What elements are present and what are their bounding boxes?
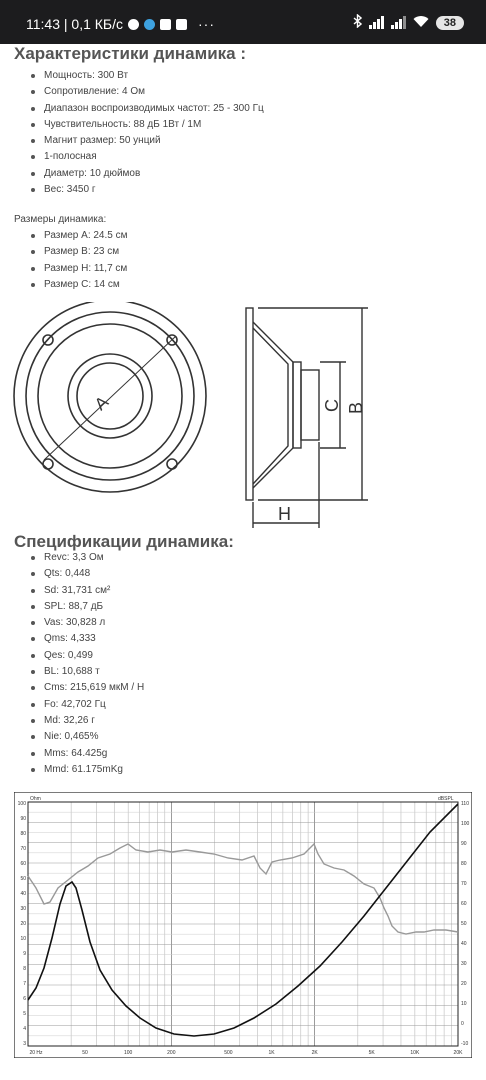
list-item: Qms: 4,333	[28, 631, 144, 647]
telegram-icon	[144, 18, 155, 30]
graph-left-tick-label: 6	[23, 996, 26, 1002]
graph-x-tick-label: 20 Hz	[29, 1050, 43, 1056]
speaker-drawing: A B C H	[13, 302, 368, 528]
list-item: 1-полосная	[28, 149, 264, 165]
graph-left-tick-label: 5	[23, 1011, 26, 1017]
characteristics-list: Мощность: 300 Вт Сопротивление: 4 Ом Диа…	[28, 68, 264, 198]
graph-left-tick-label: 8	[23, 966, 26, 972]
list-item: Cms: 215,619 мкМ / Н	[28, 680, 144, 696]
speaker-outer-rim	[13, 302, 207, 493]
dimension-label-h: H	[278, 504, 291, 524]
list-item: Mmd: 61.175mKg	[28, 762, 144, 778]
speaker-side-view	[245, 307, 368, 528]
list-item: BL: 10,688 т	[28, 664, 144, 680]
list-item: Размер A: 24.5 см	[28, 228, 128, 244]
graph-x-tick-label: 5K	[369, 1050, 376, 1056]
graph-right-tick-label: 40	[461, 941, 467, 947]
graph-right-tick-label: 60	[461, 901, 467, 907]
list-item: Md: 32,26 г	[28, 713, 144, 729]
battery-icon: 38	[435, 15, 464, 30]
section-title-characteristics: Характеристики динамика :	[14, 44, 247, 63]
list-item: Диаметр: 10 дюймов	[28, 166, 264, 182]
graph-right-unit: dBSPL	[438, 796, 454, 802]
status-time: 11:43 | 0,1 КБ/с	[26, 16, 123, 32]
status-bar: 11:43 | 0,1 КБ/с ··· 38	[0, 0, 486, 44]
graph-x-tick-label: 2K	[312, 1050, 319, 1056]
graph-left-tick-label: 100	[18, 801, 27, 807]
graph-left-tick-label: 30	[20, 906, 26, 912]
graph-x-tick-label: 500	[224, 1050, 233, 1056]
spl-curve	[27, 842, 459, 935]
graph-left-tick-label: 80	[20, 831, 26, 837]
alarm-icon	[128, 18, 139, 30]
specifications-list: Revc: 3,3 Ом Qts: 0,448 Sd: 31,731 см² S…	[28, 550, 144, 778]
graph-left-tick-label: 40	[20, 891, 26, 897]
graph-right-tick-label: 110	[461, 801, 469, 807]
graph-right-tick-label: -10	[461, 1041, 468, 1047]
graph-left-tick-label: 3	[23, 1041, 26, 1047]
list-item: Размер B: 23 см	[28, 244, 128, 260]
list-item: Размер C: 14 см	[28, 277, 128, 293]
graph-x-tick-label: 1K	[268, 1050, 275, 1056]
graph-right-tick-label: 70	[461, 881, 467, 887]
list-item: Revc: 3,3 Ом	[28, 550, 144, 566]
list-item: Nie: 0,465%	[28, 729, 144, 745]
impedance-curve	[27, 803, 459, 1037]
graph-left-tick-label: 4	[23, 1026, 26, 1032]
bluetooth-icon	[353, 13, 362, 31]
graph-x-tick-label: 10K	[410, 1050, 420, 1056]
graph-right-tick-label: 50	[461, 921, 467, 927]
status-right: 38	[353, 13, 464, 31]
list-item: Мощность: 300 Вт	[28, 68, 264, 84]
graph-right-tick-label: 90	[461, 841, 467, 847]
graph-x-tick-label: 50	[82, 1050, 88, 1056]
graph-left-tick-label: 20	[20, 921, 26, 927]
list-item: Диапазон воспроизводимых частот: 25 - 30…	[28, 101, 264, 117]
graph-right-tick-label: 80	[461, 861, 467, 867]
graph-left-tick-label: 10	[20, 936, 26, 942]
graph-right-tick-label: 30	[461, 961, 467, 967]
list-item: Qts: 0,448	[28, 566, 144, 582]
list-item: Магнит размер: 50 унций	[28, 133, 264, 149]
graph-left-unit: Ohm	[30, 796, 41, 802]
graph-right-tick-label: 20	[461, 981, 467, 987]
section-title-specifications: Спецификации динамика:	[14, 532, 234, 551]
dimension-label-c: C	[322, 399, 342, 412]
graph-x-tick-label: 100	[124, 1050, 133, 1056]
list-item: Чувствительность: 88 дБ 1Вт / 1М	[28, 117, 264, 133]
signal-icon-1	[368, 16, 384, 29]
list-item: Размер H: 11,7 см	[28, 261, 128, 277]
graph-left-tick-label: 7	[23, 981, 26, 987]
list-item: Fo: 42,702 Гц	[28, 697, 144, 713]
dimensions-label: Размеры динамика:	[14, 214, 107, 225]
list-item: Mms: 64.425g	[28, 746, 144, 762]
graph-left-tick-label: 9	[23, 951, 26, 957]
graph-right-tick-label: 10	[461, 1001, 467, 1007]
message-icon	[160, 18, 171, 30]
graph-left-tick-label: 60	[20, 861, 26, 867]
dimension-label-a: A	[91, 392, 113, 414]
dimensions-list: Размер A: 24.5 см Размер B: 23 см Размер…	[28, 228, 128, 293]
graph-x-tick-label: 20K	[454, 1050, 464, 1056]
dimension-label-b: B	[346, 402, 366, 414]
wifi-icon	[413, 15, 429, 31]
list-item: Сопротивление: 4 Ом	[28, 84, 264, 100]
graph-left-tick-label: 70	[20, 846, 26, 852]
graph-left-tick-label: 90	[20, 816, 26, 822]
list-item: Sd: 31,731 см²	[28, 583, 144, 599]
gallery-icon	[176, 18, 187, 30]
more-notifications-icon: ···	[198, 16, 215, 32]
graph-right-tick-label: 0	[461, 1021, 464, 1027]
list-item: Qes: 0,499	[28, 648, 144, 664]
list-item: Вес: 3450 г	[28, 182, 264, 198]
status-left: 11:43 | 0,1 КБ/с ···	[26, 16, 215, 32]
signal-icon-2	[390, 16, 406, 29]
list-item: Vas: 30,828 л	[28, 615, 144, 631]
graph-right-tick-label: 100	[461, 821, 470, 827]
graph-left-tick-label: 50	[20, 876, 26, 882]
graph-x-tick-label: 200	[167, 1050, 176, 1056]
list-item: SPL: 88,7 дБ	[28, 599, 144, 615]
